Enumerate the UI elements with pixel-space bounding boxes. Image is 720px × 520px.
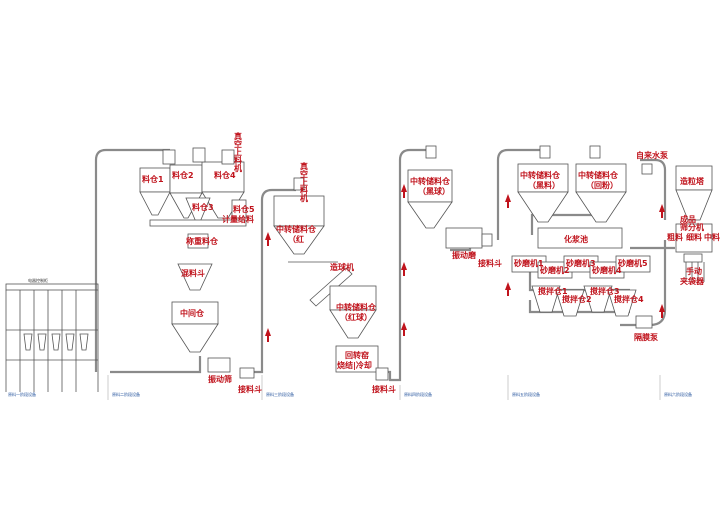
- label-dosing: 计量给料: [222, 214, 254, 224]
- label-silo4: 料仓4: [214, 170, 236, 180]
- stage-dividers: [107, 375, 661, 400]
- equipment-labels: 料仓1 料仓2 料仓3 料仓4 料仓5 真空上料机 计量给料 称重料仓 混料斗 …: [142, 131, 720, 394]
- stage-footer-labels: 原料一阶段设备 原料二阶段设备 原料三阶段设备 原料四阶段设备 原料五阶段设备 …: [8, 391, 692, 397]
- label-vib-screen: 振动筛: [208, 374, 232, 384]
- label-screening: 筛分机: [680, 222, 704, 232]
- label-transfer-bin-red-2: 中转储料仓: [336, 302, 377, 312]
- stage-label-4: 原料四阶段设备: [404, 391, 432, 397]
- label-bin-recycle: 中转储料仓: [578, 170, 619, 180]
- label-bin-recycle-sub: （回粉）: [586, 180, 618, 190]
- rotary-kiln-box: [335, 345, 379, 373]
- label-stir-tank-1: 搅拌仓1: [538, 286, 568, 296]
- stage-label-5: 原料五阶段设备: [512, 391, 540, 397]
- label-silo3: 料仓3: [192, 202, 214, 212]
- label-silo2: 料仓2: [172, 170, 194, 180]
- label-sand-mill-5: 砂磨机5: [617, 258, 648, 268]
- label-coarse: 粗料: [667, 232, 683, 242]
- label-sand-mill-2: 砂磨机2: [539, 265, 570, 275]
- label-vacuum-loader-2: 真空上料机: [300, 161, 309, 203]
- label-fine: 细料: [686, 232, 702, 242]
- label-receive-hopper-2: 接料斗: [372, 384, 396, 394]
- label-transfer-bin-black-sub: （黑球）: [418, 186, 450, 196]
- label-transfer-bin-black: 中转储料仓: [410, 176, 451, 186]
- stage1-frame-structure: 电器控制柜: [5, 277, 99, 392]
- label-diaphragm-pump: 隔膜泵: [634, 332, 658, 342]
- label-bin-black: 中转储料仓: [520, 170, 561, 180]
- label-vacuum-loader-1: 真空上料机: [234, 131, 243, 173]
- label-mix-hopper: 混料斗: [181, 268, 205, 278]
- label-granulation-tower: 造粒塔: [680, 176, 705, 186]
- label-receive-hopper-1: 接料斗: [238, 384, 262, 394]
- label-silo5: 料仓5: [233, 204, 255, 214]
- label-vib-mill: 振动磨: [452, 250, 476, 260]
- stage3-equipment: [273, 177, 389, 381]
- control-cabinet-label: 电器控制柜: [28, 277, 48, 283]
- label-tap-water-pump: 自来水泵: [636, 150, 668, 160]
- stage2-silo-group: [139, 147, 255, 379]
- label-rotary-kiln: 回转窑: [345, 350, 369, 360]
- label-finished: 成品: [680, 214, 696, 224]
- stage-label-3: 原料三阶段设备: [266, 391, 294, 397]
- label-sinter-cool: 烧结|冷却: [337, 360, 372, 370]
- label-stir-tank-2: 搅拌仓2: [562, 294, 592, 304]
- label-receive-hopper-3: 接料斗: [478, 258, 502, 268]
- label-mid-bin: 中间仓: [180, 308, 205, 318]
- stage-label-1: 原料一阶段设备: [8, 391, 36, 397]
- label-weigh-bin: 称重料仓: [186, 236, 219, 246]
- label-silo1: 料仓1: [142, 174, 164, 184]
- label-sand-mill-4: 砂磨机4: [591, 265, 622, 275]
- pipe-network: [94, 148, 675, 382]
- label-transfer-bin-red-1: 中转储料仓: [276, 224, 317, 234]
- stage6-equipment: [675, 165, 713, 282]
- label-transfer-bin-red-1-sub: （红: [288, 234, 304, 244]
- stage-label-2: 原料二阶段设备: [112, 391, 140, 397]
- stage-label-6: 原料六阶段设备: [664, 391, 692, 397]
- label-bin-black-sub: （黑料）: [528, 180, 560, 190]
- label-transfer-bin-red-2-sub: （红球）: [340, 312, 372, 322]
- label-stir-tank-3: 搅拌仓3: [590, 286, 620, 296]
- label-stir-tank-4: 搅拌仓4: [614, 294, 644, 304]
- label-manual-valve: 手动: [686, 266, 702, 276]
- label-manual-valve-2: 夹袋器: [680, 276, 705, 286]
- flow-arrows: [265, 184, 665, 342]
- label-sand-mill-3: 砂磨机3: [565, 258, 596, 268]
- label-mid-material: 中料: [704, 232, 720, 242]
- label-slurry-tank: 化浆池: [564, 234, 588, 244]
- stage5-equipment: [511, 145, 653, 329]
- label-pelletizer: 造球机: [330, 262, 354, 272]
- stage4-equipment: [407, 145, 493, 249]
- label-sand-mill-1: 砂磨机1: [513, 258, 544, 268]
